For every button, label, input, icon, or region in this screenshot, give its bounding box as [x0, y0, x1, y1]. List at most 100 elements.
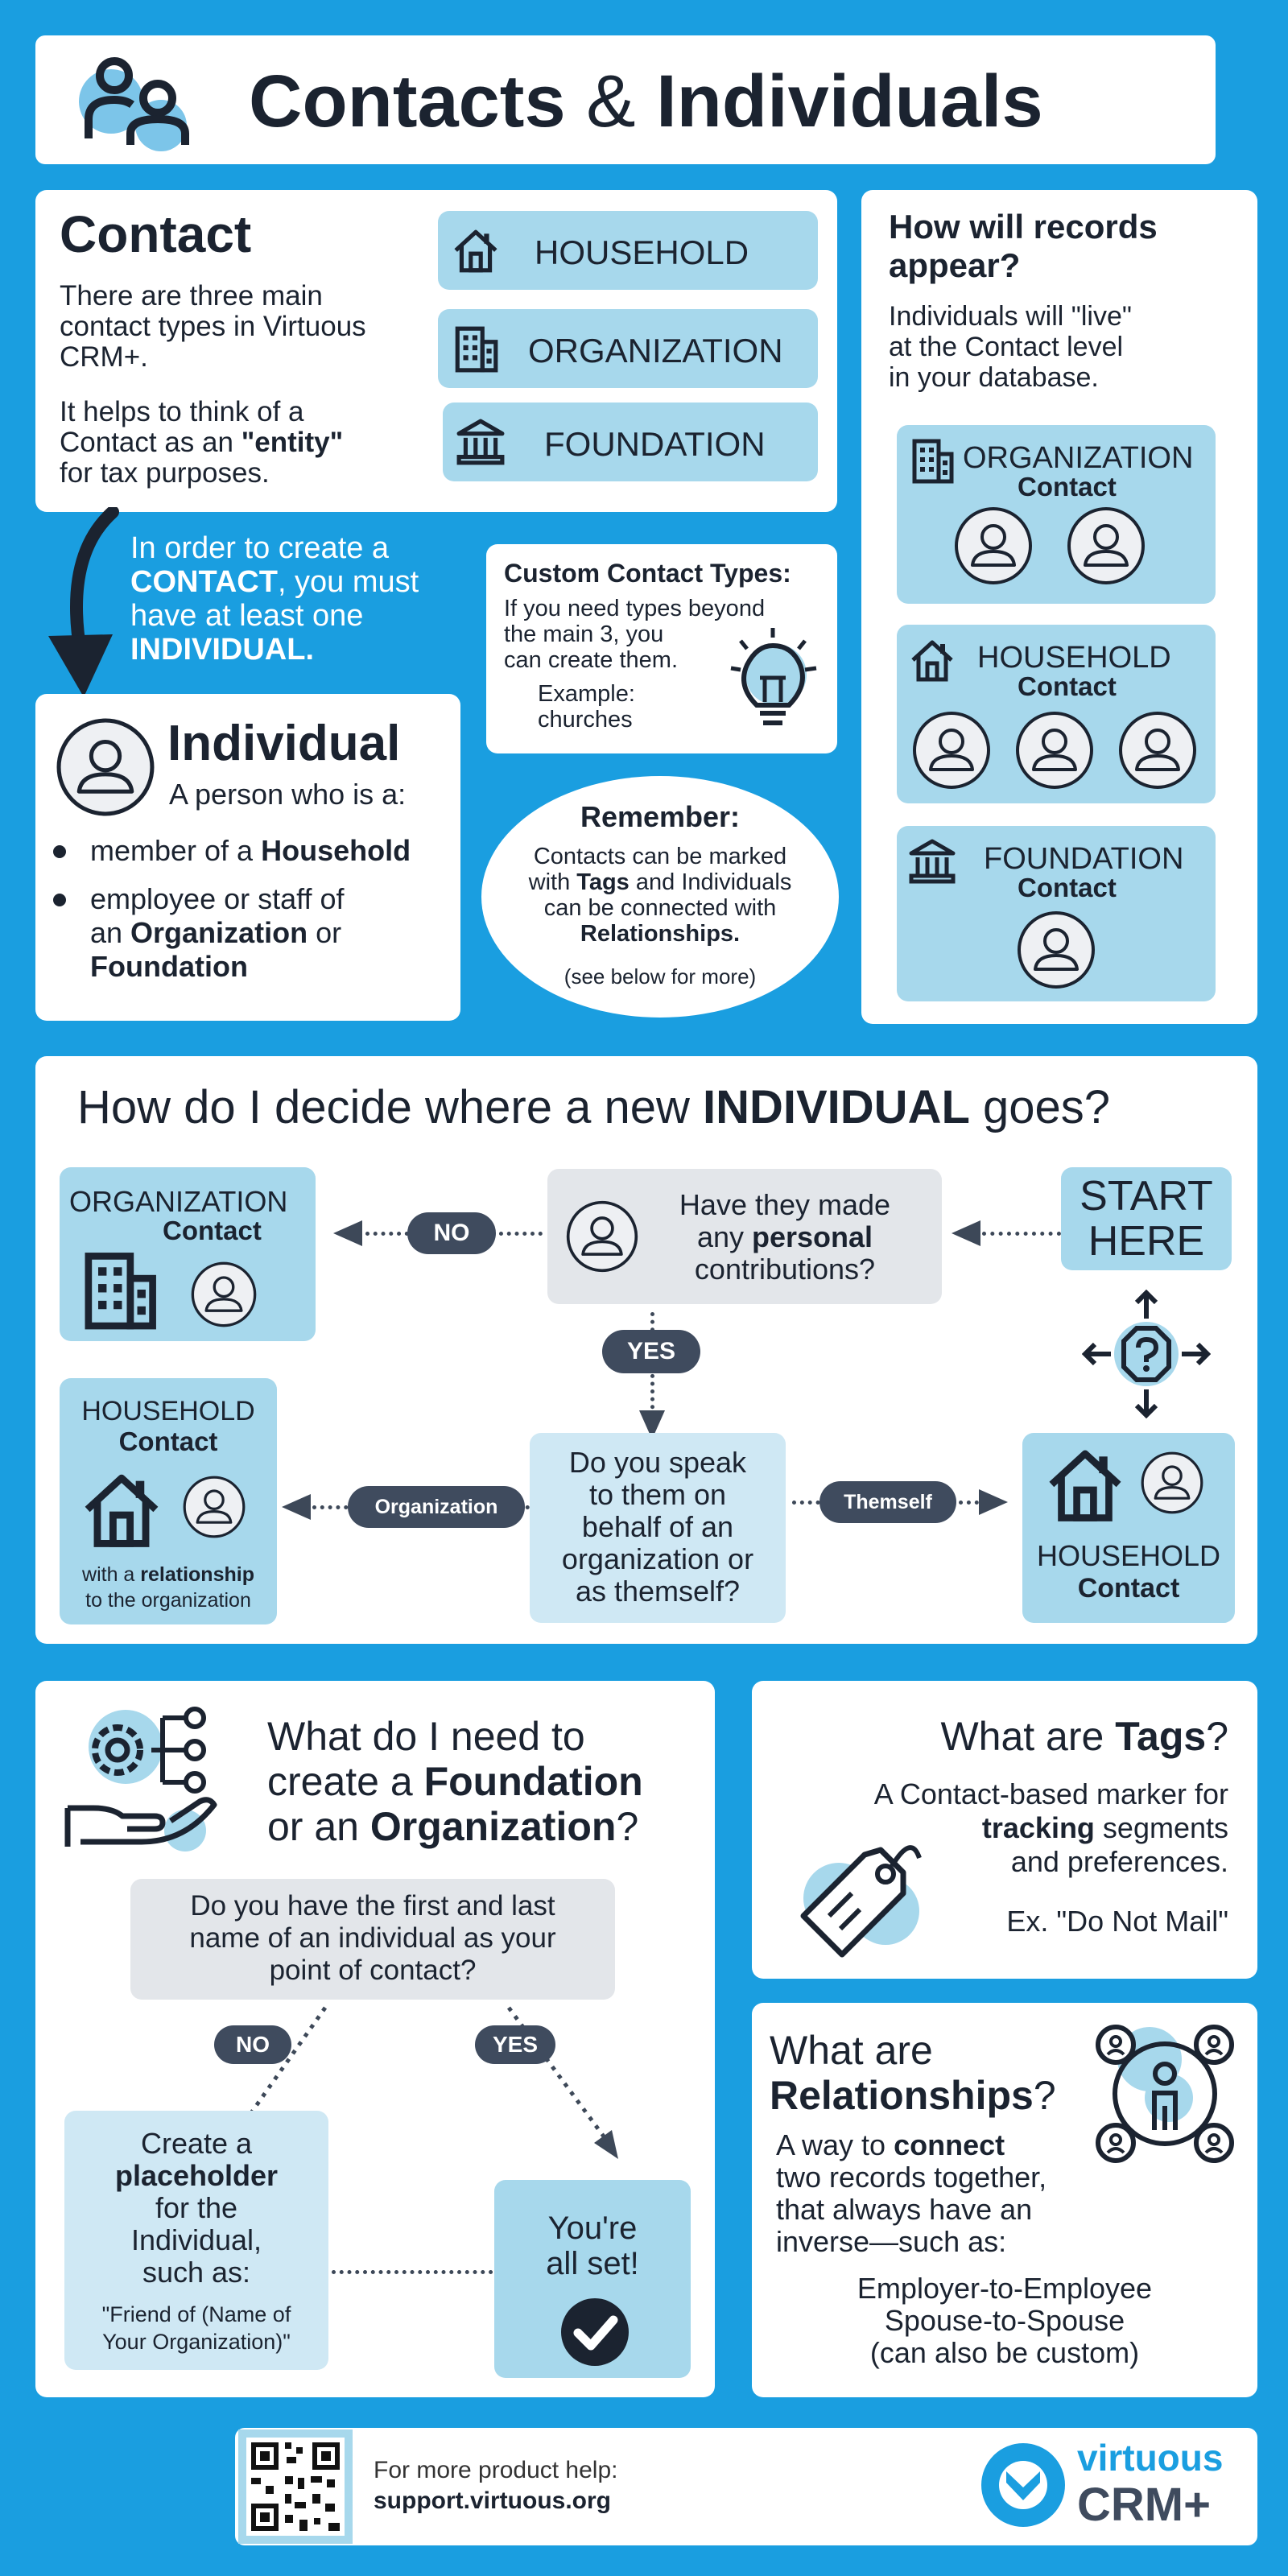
appear-title-2: appear? — [889, 246, 1021, 284]
relationships-card: What are Relationships? A way to connect… — [752, 2003, 1257, 2397]
person-icon — [182, 1475, 246, 1539]
placeholder-line-1: Create a — [140, 2127, 253, 2160]
curved-arrow-icon — [48, 507, 119, 697]
arrow-left-icon — [948, 1217, 980, 1249]
contact-card: Contact There are three main contact typ… — [35, 190, 837, 512]
yes-pill: YES — [602, 1330, 700, 1373]
house-icon — [908, 636, 956, 684]
no-pill: NO — [214, 2025, 291, 2064]
rel-example-3: (can also be custom) — [869, 2336, 1140, 2369]
remember-line-3: can be connected with — [543, 895, 777, 921]
foundation-q-line-1: Do you have the first and last — [190, 1890, 555, 1922]
placeholder-line-3: for the — [155, 2191, 238, 2224]
virtuous-logo-icon — [981, 2443, 1065, 2527]
brand-crm: CRM+ — [1077, 2479, 1211, 2531]
rel-example-1: Employer-to-Employee — [857, 2272, 1153, 2305]
type-foundation-label: FOUNDATION — [544, 425, 766, 463]
appear-card: How will records appear? Individuals wil… — [861, 190, 1257, 1024]
rel-title-2: Relationships? — [770, 2073, 1056, 2118]
result-hh-toorg: to the organization — [85, 1589, 251, 1612]
tags-example: Ex. "Do Not Mail" — [1006, 1905, 1228, 1938]
people-group-icon — [79, 57, 189, 151]
question-2-line-5: as themself? — [575, 1575, 741, 1608]
contact-desc-4: It helps to think of a — [60, 396, 304, 427]
foundation-card: What do I need to create a Foundation or… — [35, 1681, 715, 2397]
question-2-line-4: organization or — [561, 1542, 754, 1575]
brand-virtuous: virtuous — [1077, 2437, 1224, 2479]
person-icon — [953, 506, 1034, 586]
building-icon — [451, 324, 501, 374]
custom-line-2: the main 3, you — [504, 621, 664, 647]
person-icon — [190, 1261, 258, 1328]
page-title: Contacts & Individuals — [249, 60, 1043, 142]
individual-bullet-2a: employee or staff of — [90, 882, 345, 915]
arrow-left-icon — [279, 1491, 311, 1523]
person-icon — [911, 710, 992, 791]
appear-fnd-contact: Contact — [1018, 873, 1117, 902]
remember-line-2: with Tags and Individuals — [528, 869, 792, 895]
result-household: HOUSEHOLD Contact — [1022, 1433, 1235, 1623]
tags-card: What are Tags? A Contact-based marker fo… — [752, 1681, 1257, 1979]
appear-fnd-label: FOUNDATION — [984, 842, 1184, 876]
person-icon — [1117, 710, 1198, 791]
question-1-line-2: any personal — [696, 1220, 873, 1253]
start-line-1: START — [1080, 1173, 1213, 1220]
bank-icon — [908, 837, 956, 886]
contact-desc-5: Contact as an "entity" — [60, 427, 344, 458]
appear-line-2: at the Contact level — [889, 332, 1124, 362]
house-icon — [451, 225, 501, 275]
appear-line-1: Individuals will "live" — [889, 301, 1132, 332]
question-point-of-contact: Do you have the first and last name of a… — [130, 1879, 615, 2000]
contact-desc-3: CRM+. — [60, 341, 148, 373]
placeholder-line-7: Your Organization)" — [102, 2330, 291, 2354]
custom-line-5: churches — [538, 707, 633, 733]
rel-example-2: Spouse-to-Spouse — [884, 2304, 1125, 2337]
arrow-left-icon — [330, 1217, 362, 1249]
foundation-title-2: create a Foundation — [267, 1759, 643, 1804]
individual-bullet-2c: Foundation — [90, 950, 248, 983]
qr-code-icon[interactable] — [238, 2429, 353, 2544]
appear-hh-label: HOUSEHOLD — [977, 641, 1171, 675]
contact-title: Contact — [60, 205, 252, 263]
result-org-label: ORGANIZATION — [69, 1185, 288, 1218]
foundation-q-line-3: point of contact? — [269, 1955, 477, 1986]
question-speak-on-behalf: Do you speak to them on behalf of an org… — [530, 1433, 786, 1623]
appear-organization-box: ORGANIZATION Contact — [897, 425, 1216, 604]
result-hh2-contact: Contact — [1077, 1573, 1180, 1604]
custom-line-4: Example: — [538, 681, 635, 707]
footer-bar — [235, 2428, 1257, 2545]
person-icon — [1014, 710, 1095, 791]
tags-line-2: tracking segments — [981, 1811, 1228, 1844]
placeholder-line-4: Individual, — [130, 2223, 262, 2256]
result-org-contact: Contact — [163, 1216, 262, 1245]
remember-line-4: Relationships. — [580, 921, 741, 947]
result-organization: ORGANIZATION Contact — [60, 1167, 316, 1341]
remember-bubble: Remember: Contacts can be marked with Ta… — [481, 776, 839, 1018]
rel-title-1: What are — [770, 2028, 933, 2073]
person-icon — [565, 1199, 639, 1274]
question-2-line-2: to them on — [588, 1478, 727, 1511]
appear-hh-contact: Contact — [1018, 671, 1117, 701]
result-hh-label: HOUSEHOLD — [81, 1396, 255, 1426]
decide-title: How do I decide where a new INDIVIDUAL g… — [77, 1081, 1111, 1133]
create-line-4: INDIVIDUAL. — [130, 633, 314, 667]
rel-line-1: A way to connect — [776, 2128, 1005, 2161]
create-line-1: In order to create a — [130, 531, 390, 565]
bank-icon — [456, 417, 506, 467]
house-icon — [1043, 1443, 1127, 1526]
type-organization-label: ORGANIZATION — [528, 332, 783, 369]
person-icon — [1016, 910, 1096, 990]
rel-line-2: two records together, — [776, 2161, 1047, 2194]
bullet — [53, 894, 66, 906]
foundation-title-1: What do I need to — [267, 1714, 585, 1759]
footer-url[interactable]: support.virtuous.org — [374, 2487, 611, 2514]
individual-card: Individual A person who is a: member of … — [35, 694, 460, 1021]
house-icon — [79, 1467, 164, 1552]
no-pill: NO — [407, 1212, 496, 1254]
appear-household-box: HOUSEHOLD Contact — [897, 625, 1216, 803]
individual-title: Individual — [167, 716, 401, 771]
themself-pill: Themself — [819, 1481, 956, 1523]
remember-line-1: Contacts can be marked — [533, 844, 787, 869]
tags-line-3: and preferences. — [1010, 1845, 1228, 1878]
all-set-line-1: You're — [547, 2211, 638, 2246]
